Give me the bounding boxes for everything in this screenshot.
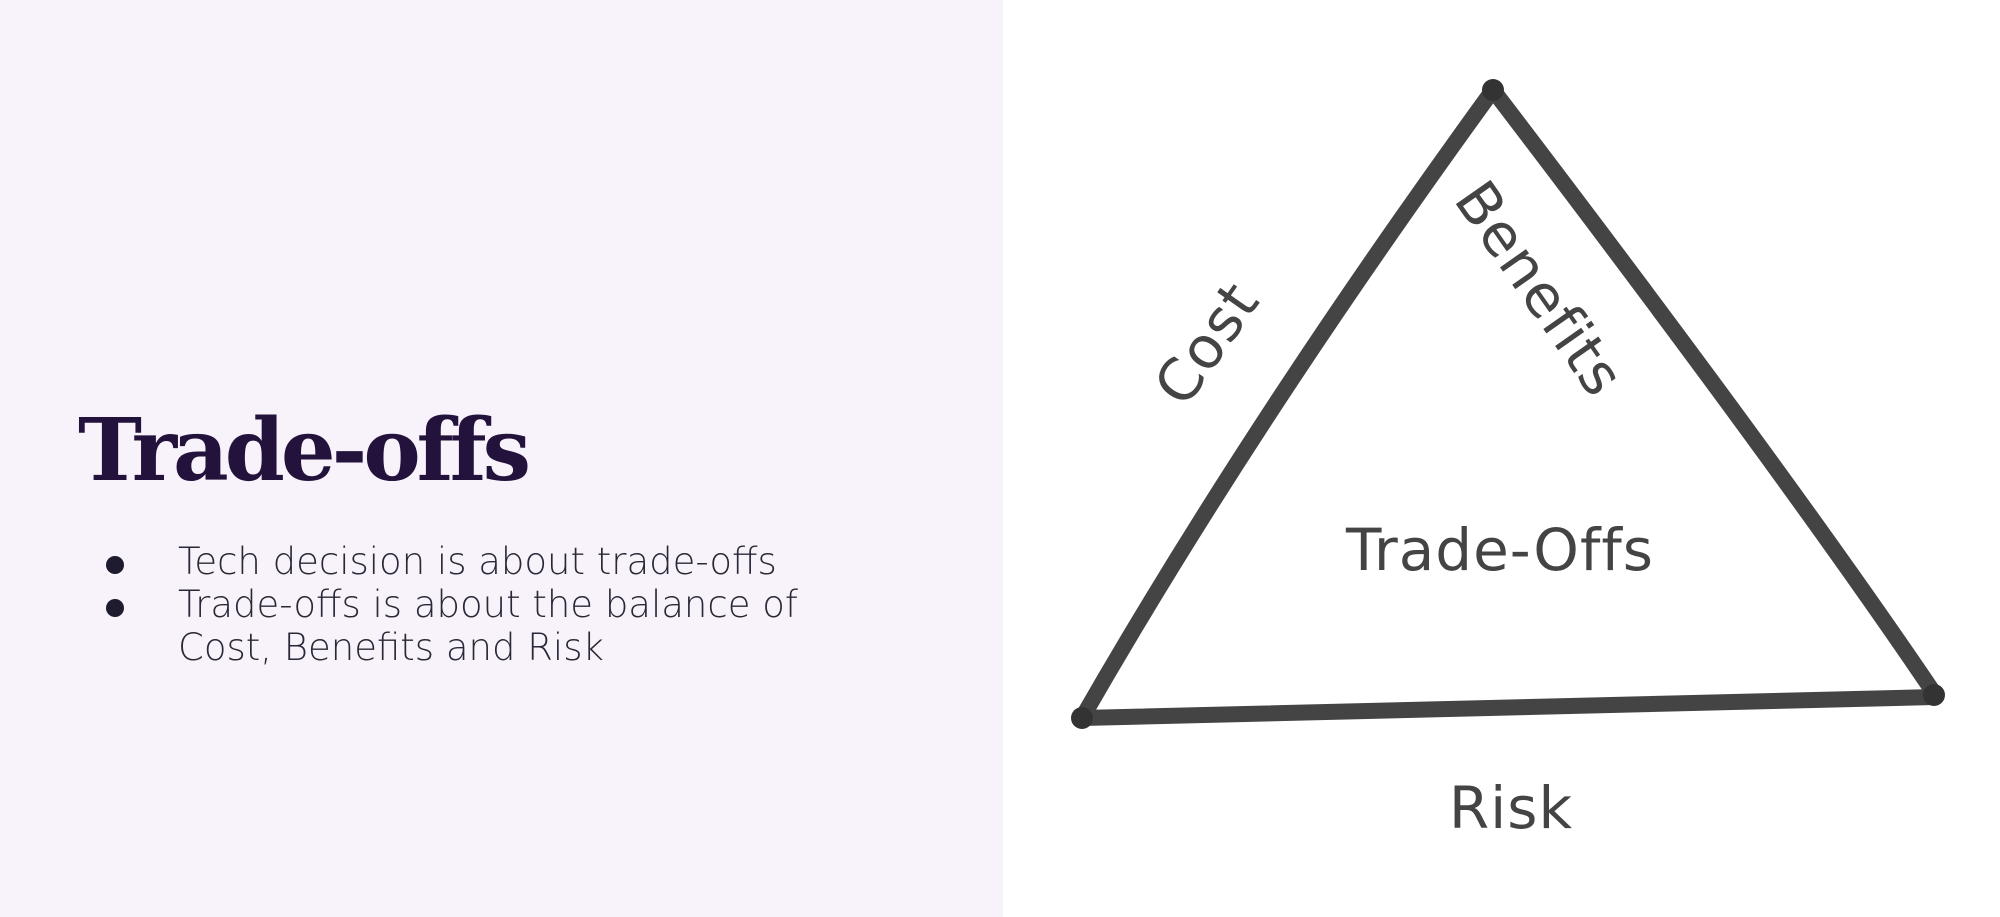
bullet-dot-icon xyxy=(106,556,124,574)
bullet-item: Trade-offs is about the balance of Cost,… xyxy=(98,583,858,669)
benefits-side-label: Benefits xyxy=(1441,169,1637,409)
bullet-item: Tech decision is about trade-offs xyxy=(98,540,858,583)
triangle-vertex-dots xyxy=(1071,79,1945,729)
left-vertex xyxy=(1071,707,1093,729)
right-vertex xyxy=(1923,684,1945,706)
risk-side-label: Risk xyxy=(1449,774,1573,842)
top-vertex xyxy=(1482,79,1504,101)
center-label: Trade-Offs xyxy=(1345,516,1654,584)
triangle-benefits-edge xyxy=(1485,82,1942,701)
triangle-cost-edge xyxy=(1074,82,1501,726)
text-panel: Trade-offs Tech decision is about trade-… xyxy=(0,0,1003,917)
diagram-panel: Trade-Offs Cost Benefits Risk xyxy=(1003,0,2000,917)
slide-title: Trade-offs xyxy=(78,400,531,501)
bullet-text: Trade-offs is about the balance of Cost,… xyxy=(178,583,798,669)
cost-side-label: Cost xyxy=(1141,270,1273,418)
bullet-dot-icon xyxy=(106,599,124,617)
triangle-risk-edge xyxy=(1074,689,1942,726)
trade-off-triangle-diagram: Trade-Offs Cost Benefits Risk xyxy=(1071,79,1945,842)
triangle-shape xyxy=(1074,82,1942,726)
bullet-text: Tech decision is about trade-offs xyxy=(178,540,777,583)
bullet-list: Tech decision is about trade-offs Trade-… xyxy=(98,540,858,669)
